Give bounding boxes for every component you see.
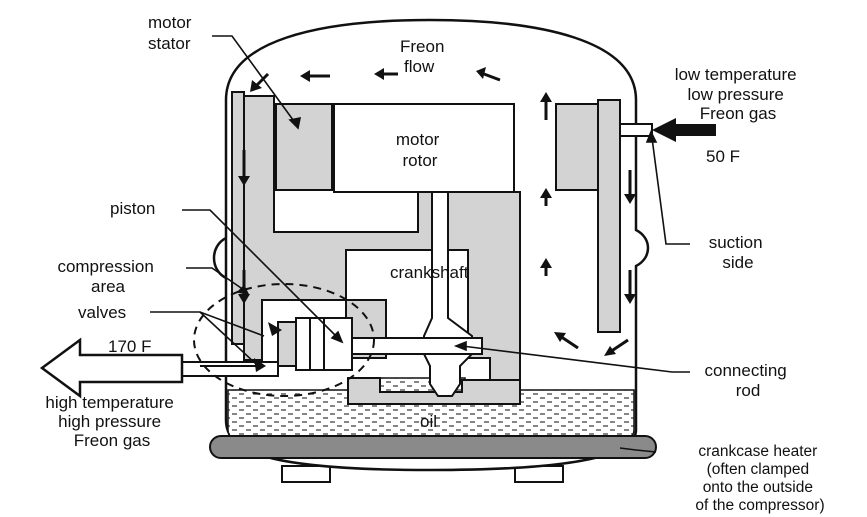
internal-frame — [231, 91, 621, 405]
outlet-temp-label: 170 F — [108, 337, 151, 356]
compression-area-label: compression area — [57, 257, 158, 296]
connecting-rod-label: connecting rod — [705, 361, 792, 400]
motor-rotor — [333, 103, 515, 193]
leader-lines — [150, 35, 690, 453]
motor-rotor-label: motor rotor — [396, 130, 444, 170]
discharge-pipe — [179, 361, 279, 377]
high-temp-gas-label: high temperature high pressure Freon gas — [45, 393, 178, 450]
valves-label: valves — [78, 303, 126, 322]
suction-side-label: suction side — [709, 233, 768, 272]
inlet-temp-label: 50 F — [706, 147, 740, 166]
freon-flow-label: Freon flow — [400, 37, 449, 76]
compression-area-circle — [193, 283, 375, 397]
motor-stator-label: motor stator — [148, 13, 196, 53]
crankshaft-label: crankshaft — [390, 263, 469, 282]
crankcase-heater-label: crankcase heater (often clamped onto the… — [695, 443, 824, 514]
piston-assembly — [277, 317, 483, 371]
piston-label: piston — [110, 199, 155, 218]
crankcase-heater — [209, 435, 657, 459]
oil-label: oil — [420, 412, 437, 431]
low-temp-gas-label: low temperature low pressure Freon gas — [675, 65, 802, 123]
suction-inlet — [619, 118, 716, 142]
outlet-arrow — [39, 337, 184, 399]
